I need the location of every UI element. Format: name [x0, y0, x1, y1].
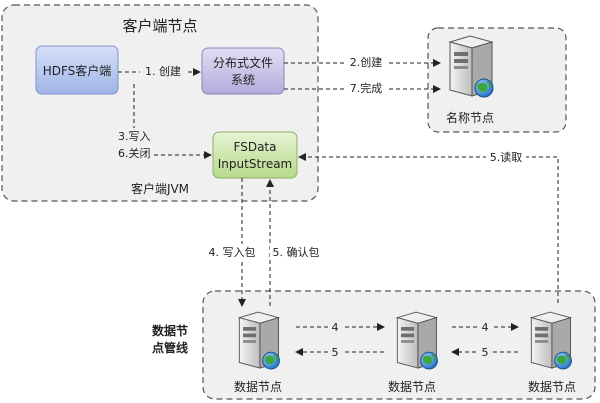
- distributed-fs-box: 分布式文件 系统: [201, 47, 285, 95]
- data-node-1-server-icon: [238, 311, 281, 370]
- edge-label-create-1: 1. 创建: [145, 64, 181, 78]
- client-jvm-label: 客户端JVM: [131, 181, 189, 196]
- data-node-3-label: 数据节点: [528, 379, 576, 394]
- edge-label-create-2: 2.创建: [350, 55, 383, 69]
- distributed-fs-label-line2: 系统: [231, 73, 255, 87]
- hdfs-client-label: HDFS客户端: [43, 63, 112, 78]
- edge-label-fwd-2: 4: [482, 321, 489, 334]
- edge-label-back-2: 5: [482, 346, 489, 359]
- hdfs-client-box: HDFS客户端: [35, 45, 119, 95]
- edge-label-ack-packet: 5. 确认包: [273, 246, 320, 259]
- fsdata-label-line2: InputStream: [218, 157, 293, 171]
- fsdata-inputstream-box: FSData InputStream: [212, 131, 298, 179]
- edge-label-write-packet: 4. 写入包: [209, 246, 256, 259]
- data-node-2-label: 数据节点: [388, 379, 436, 394]
- edge-label-complete: 7.完成: [350, 81, 383, 95]
- pipeline-label-line1: 数据节: [152, 323, 188, 338]
- data-node-2-server-icon: [396, 311, 439, 370]
- edge-label-fwd-1: 4: [332, 321, 339, 334]
- data-node-3-server-icon: [530, 311, 573, 370]
- edge-label-back-1: 5: [332, 346, 339, 359]
- edge-read: [298, 153, 559, 303]
- fsdata-label-line1: FSData: [234, 140, 277, 154]
- edge-label-close: 6.关闭: [118, 146, 151, 160]
- edge-label-write-in: 3.写入: [118, 130, 151, 143]
- client-node-title: 客户端节点: [122, 17, 197, 35]
- edge-label-read: 5.读取: [490, 150, 523, 164]
- name-node-server-icon: [449, 35, 494, 98]
- data-node-1-label: 数据节点: [234, 379, 282, 394]
- pipeline-label-line2: 点管线: [152, 340, 188, 355]
- name-node-label: 名称节点: [446, 110, 494, 125]
- distributed-fs-label-line1: 分布式文件: [213, 55, 273, 70]
